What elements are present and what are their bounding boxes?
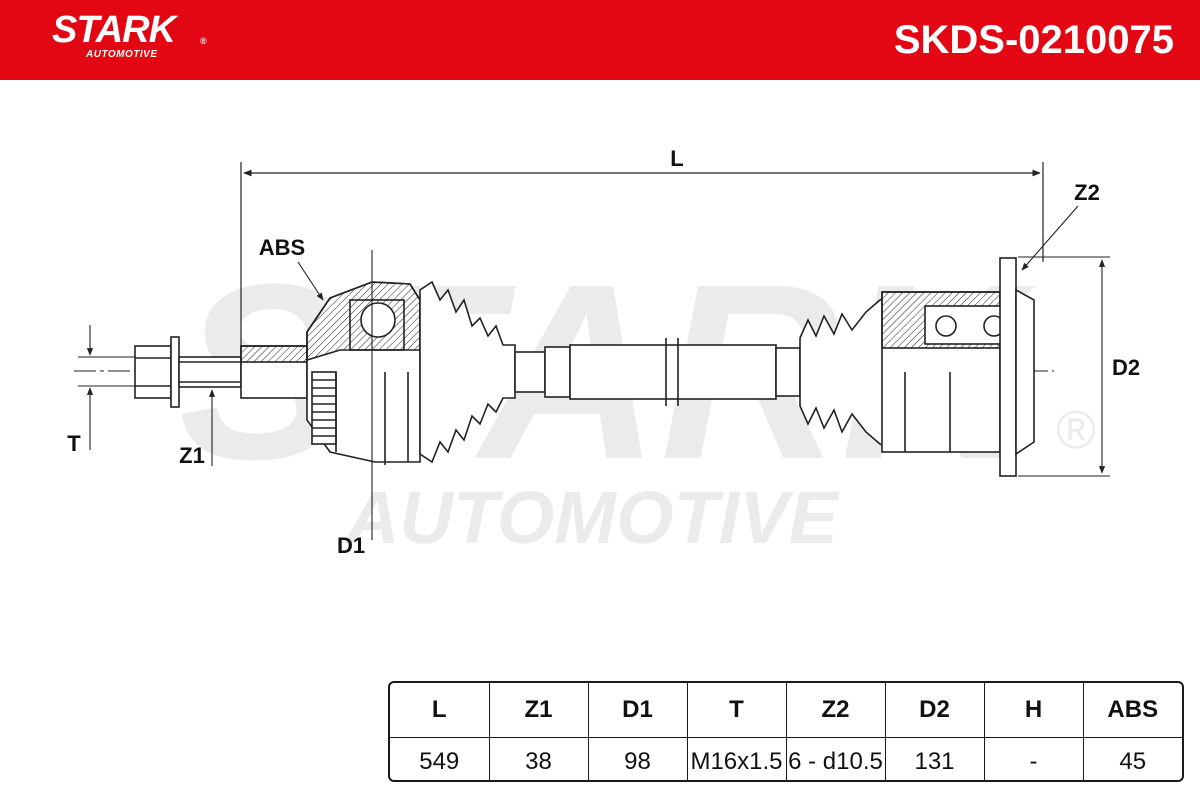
d2-dimension	[1018, 256, 1110, 477]
spec-table: L Z1 D1 T Z2 D2 H ABS 549 38 98 M16x1.5 …	[388, 681, 1184, 782]
abs-leader	[297, 261, 324, 301]
spec-header-z1: Z1	[488, 683, 588, 738]
inner-cv-joint	[881, 257, 1035, 477]
product-code: SKDS-0210075	[893, 18, 1174, 62]
spec-value-row: 549 38 98 M16x1.5 6 - d10.5 131 - 45	[390, 737, 1182, 780]
label-l: L	[670, 146, 683, 171]
spec-header-d1: D1	[587, 683, 687, 738]
main-shaft	[514, 338, 801, 406]
spec-value-t: M16x1.5	[686, 737, 786, 780]
t-dimension	[78, 325, 135, 450]
spec-value-h: -	[983, 737, 1083, 780]
brand-logo: STARK ® AUTOMOTIVE	[52, 9, 207, 60]
spec-value-z1: 38	[488, 737, 588, 780]
label-d1: D1	[337, 533, 365, 558]
spec-header-z2: Z2	[785, 683, 885, 738]
spec-value-abs: 45	[1082, 737, 1182, 780]
label-z2: Z2	[1074, 180, 1100, 205]
header-bar: STARK ® AUTOMOTIVE SKDS-0210075	[0, 0, 1200, 80]
spec-value-d1: 98	[587, 737, 687, 780]
spec-header-t: T	[686, 683, 786, 738]
watermark-registered: ®	[1056, 400, 1096, 460]
spec-header-row: L Z1 D1 T Z2 D2 H ABS	[390, 683, 1182, 738]
spec-header-abs: ABS	[1082, 683, 1182, 738]
registered-mark: ®	[200, 36, 207, 46]
outer-boot	[419, 280, 516, 464]
brand-name: STARK	[52, 9, 176, 51]
label-z1: Z1	[179, 443, 205, 468]
spec-value-d2: 131	[884, 737, 984, 780]
drive-shaft-drawing: STARK AUTOMOTIVE ® L T Z1	[67, 146, 1140, 559]
label-abs: ABS	[259, 235, 305, 260]
outer-cv-joint	[240, 281, 421, 465]
spec-value-z2: 6 - d10.5	[785, 737, 885, 780]
spec-header-h: H	[983, 683, 1083, 738]
label-d2: D2	[1112, 355, 1140, 380]
spec-header-d2: D2	[884, 683, 984, 738]
spec-value-l: 549	[419, 747, 460, 775]
brand-tagline: AUTOMOTIVE	[86, 49, 158, 60]
z2-leader	[1021, 205, 1079, 271]
spec-header-l: L	[390, 683, 489, 738]
watermark-tagline: AUTOMOTIVE	[344, 476, 841, 559]
label-t: T	[67, 431, 81, 456]
